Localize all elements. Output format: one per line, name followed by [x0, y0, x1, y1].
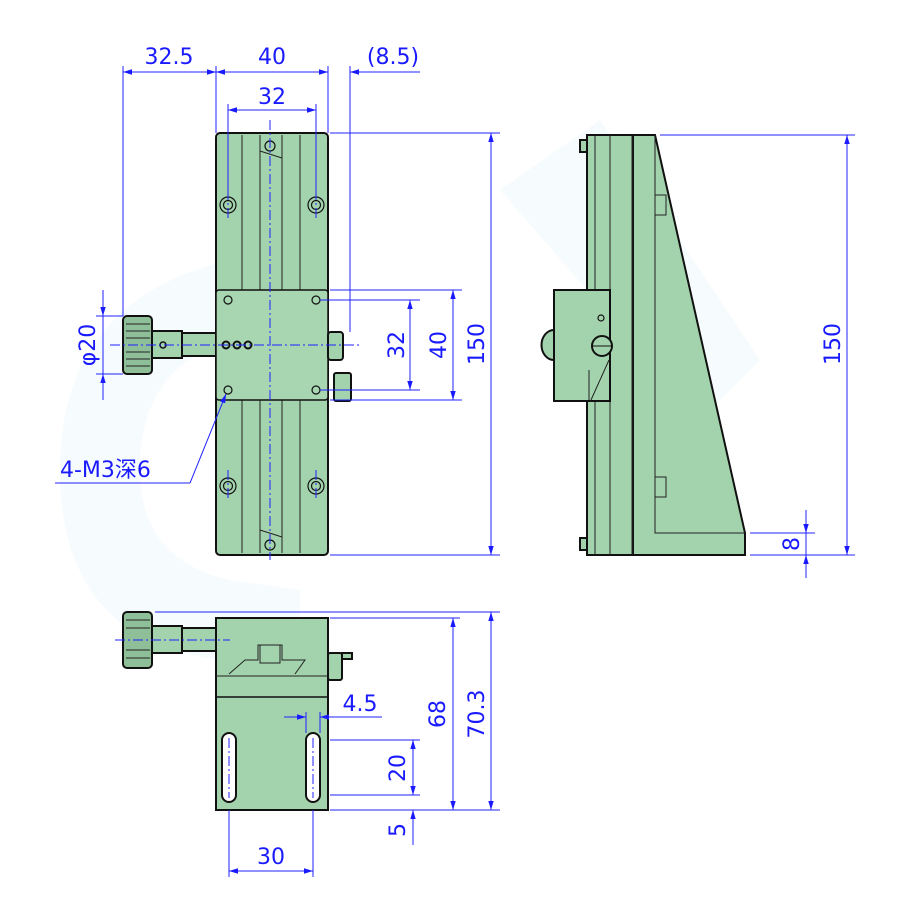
dim-knob-diameter: φ20: [76, 324, 101, 367]
dim-carriage-hole-spacing: 32: [385, 331, 410, 359]
dim-carriage-length: 40: [427, 331, 452, 359]
dim-slot-length: 20: [386, 754, 411, 782]
dim-hole-spacing: 32: [258, 85, 286, 110]
dim-side-height: 150: [821, 323, 846, 365]
bottom-view: [115, 611, 353, 811]
dim-total-height: 70.3: [465, 690, 490, 739]
dim-base-thickness: 8: [780, 537, 805, 551]
dim-slot-spacing: 30: [257, 845, 285, 870]
front-dimensions: 32.5 40 (8.5) 32 φ20 32 40 150 4-M3深6: [55, 45, 500, 556]
callout-thread: 4-M3深6: [60, 458, 151, 483]
bottom-dimensions: 4.5 20 5 30 68 70.3: [155, 611, 500, 877]
side-view: [540, 134, 746, 556]
dim-slot-offset: 5: [386, 823, 411, 837]
dim-right-offset: (8.5): [367, 45, 419, 70]
dim-total-length: 150: [465, 323, 490, 365]
slot-right: [305, 732, 321, 803]
side-dimensions: 150 8: [660, 134, 855, 578]
dim-left-offset: 32.5: [145, 45, 194, 70]
slot-left: [221, 732, 237, 803]
front-view: [110, 120, 360, 560]
dim-slot-width: 4.5: [343, 692, 378, 717]
dim-body-height: 68: [426, 700, 451, 728]
bracket-plate: [632, 134, 746, 556]
lock-screw: [327, 331, 344, 361]
dim-width: 40: [258, 45, 286, 70]
